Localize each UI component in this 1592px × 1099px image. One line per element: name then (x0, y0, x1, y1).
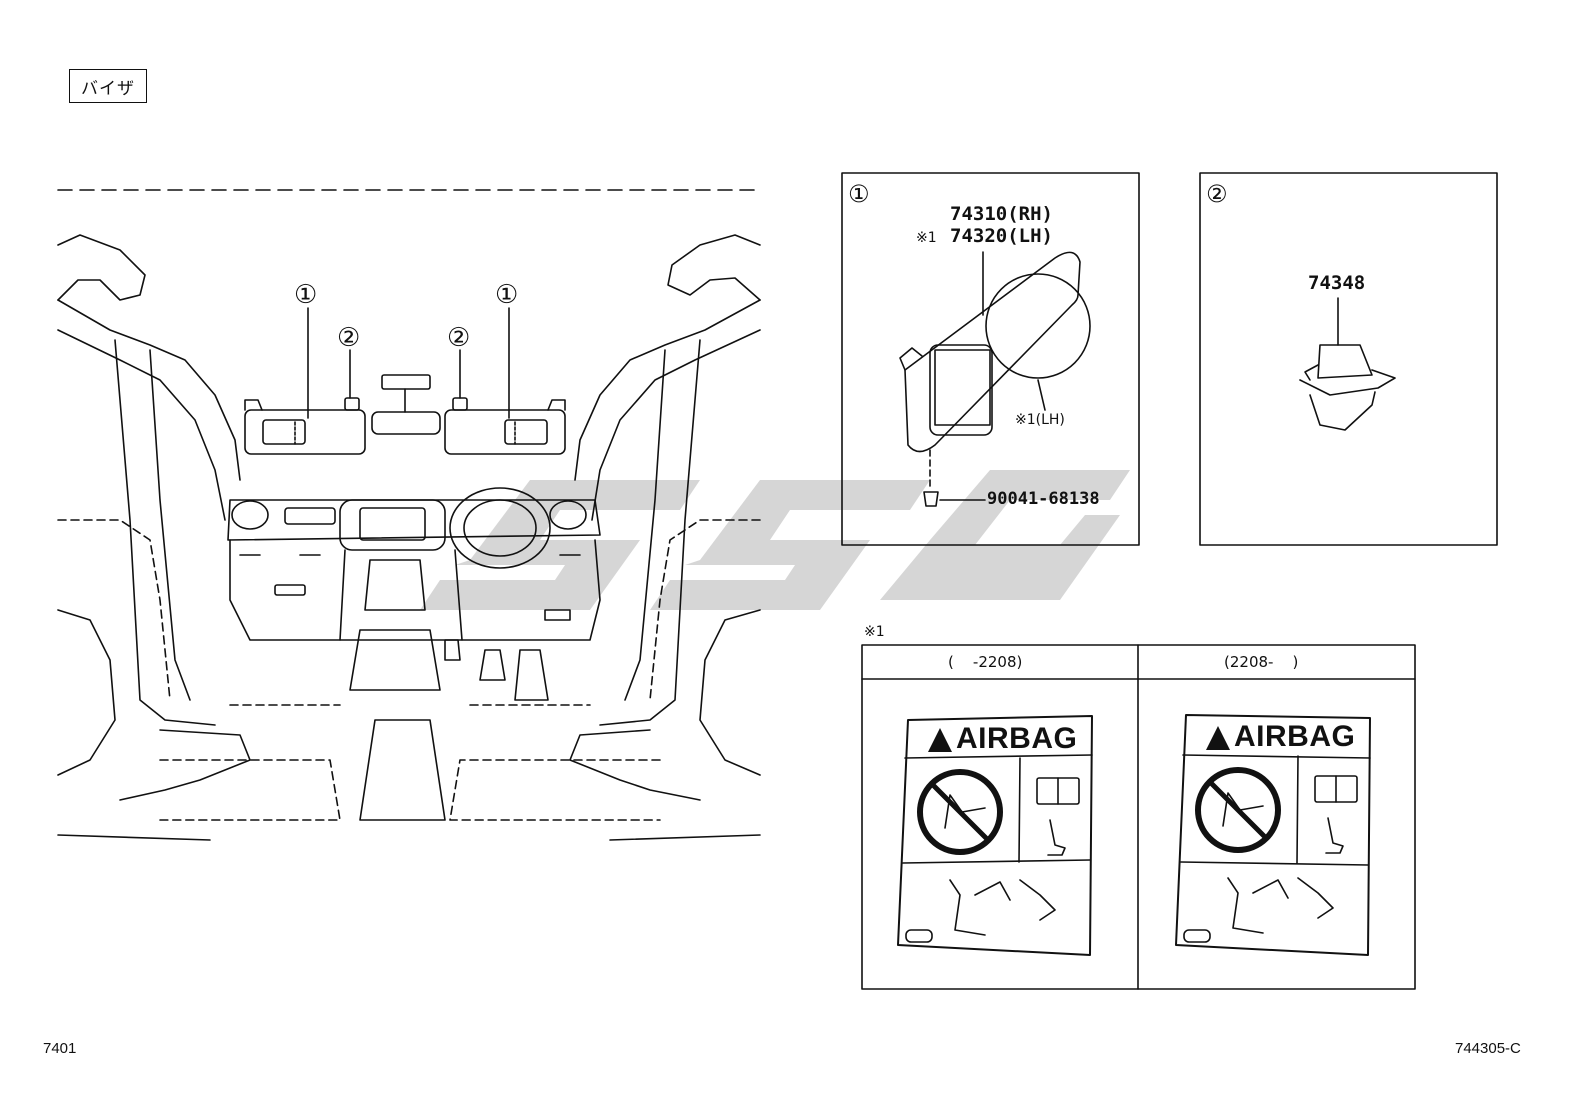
panel-1-callout: ① (848, 180, 870, 208)
col-header-before-2208: ( -2208) (948, 653, 1023, 671)
watermark-logo (420, 470, 1130, 610)
part-number-rh: 74310(RH) (950, 203, 1053, 225)
right-a-pillar (574, 234, 761, 776)
left-sun-visor (244, 399, 366, 455)
detail-note-lh: ※1(LH) (1015, 412, 1065, 428)
floor-console (57, 629, 761, 841)
panel-2-frame (1199, 172, 1498, 546)
note-mark-lh: ※1 (916, 230, 937, 246)
dashboard (227, 487, 601, 641)
visor-holders (344, 397, 468, 411)
illustration-ref: 744305-C (1455, 1040, 1521, 1057)
screw-part-number: 90041-68138 (987, 489, 1100, 509)
panel-2-holder (1299, 297, 1396, 431)
callout-1-left: ① (294, 280, 318, 310)
col-header-after-2208: (2208- ) (1224, 653, 1299, 671)
category-label: バイザ (69, 69, 147, 103)
right-sun-visor (444, 399, 566, 455)
callout-leaders (307, 307, 510, 419)
left-a-pillar (57, 234, 241, 776)
callout-1-right: ① (495, 280, 519, 310)
callout-2-left: ② (337, 323, 361, 353)
airbag-label-right (1175, 714, 1371, 956)
page-number: 7401 (43, 1040, 77, 1057)
note-table-frame (861, 644, 1416, 990)
panel-2-callout: ② (1206, 180, 1228, 208)
callout-2-right: ② (447, 323, 471, 353)
panel-1-frame (841, 172, 1140, 546)
note-table-mark: ※1 (864, 624, 885, 640)
airbag-word-right: AIRBAG (1234, 720, 1356, 753)
holder-part-number: 74348 (1308, 272, 1366, 294)
part-number-lh: 74320(LH) (950, 225, 1053, 247)
airbag-label-left (897, 715, 1093, 956)
panel-1-visor (899, 251, 1091, 507)
warning-triangles (928, 726, 1230, 752)
rear-view-mirror (371, 374, 441, 435)
airbag-word-left: AIRBAG (956, 722, 1078, 755)
